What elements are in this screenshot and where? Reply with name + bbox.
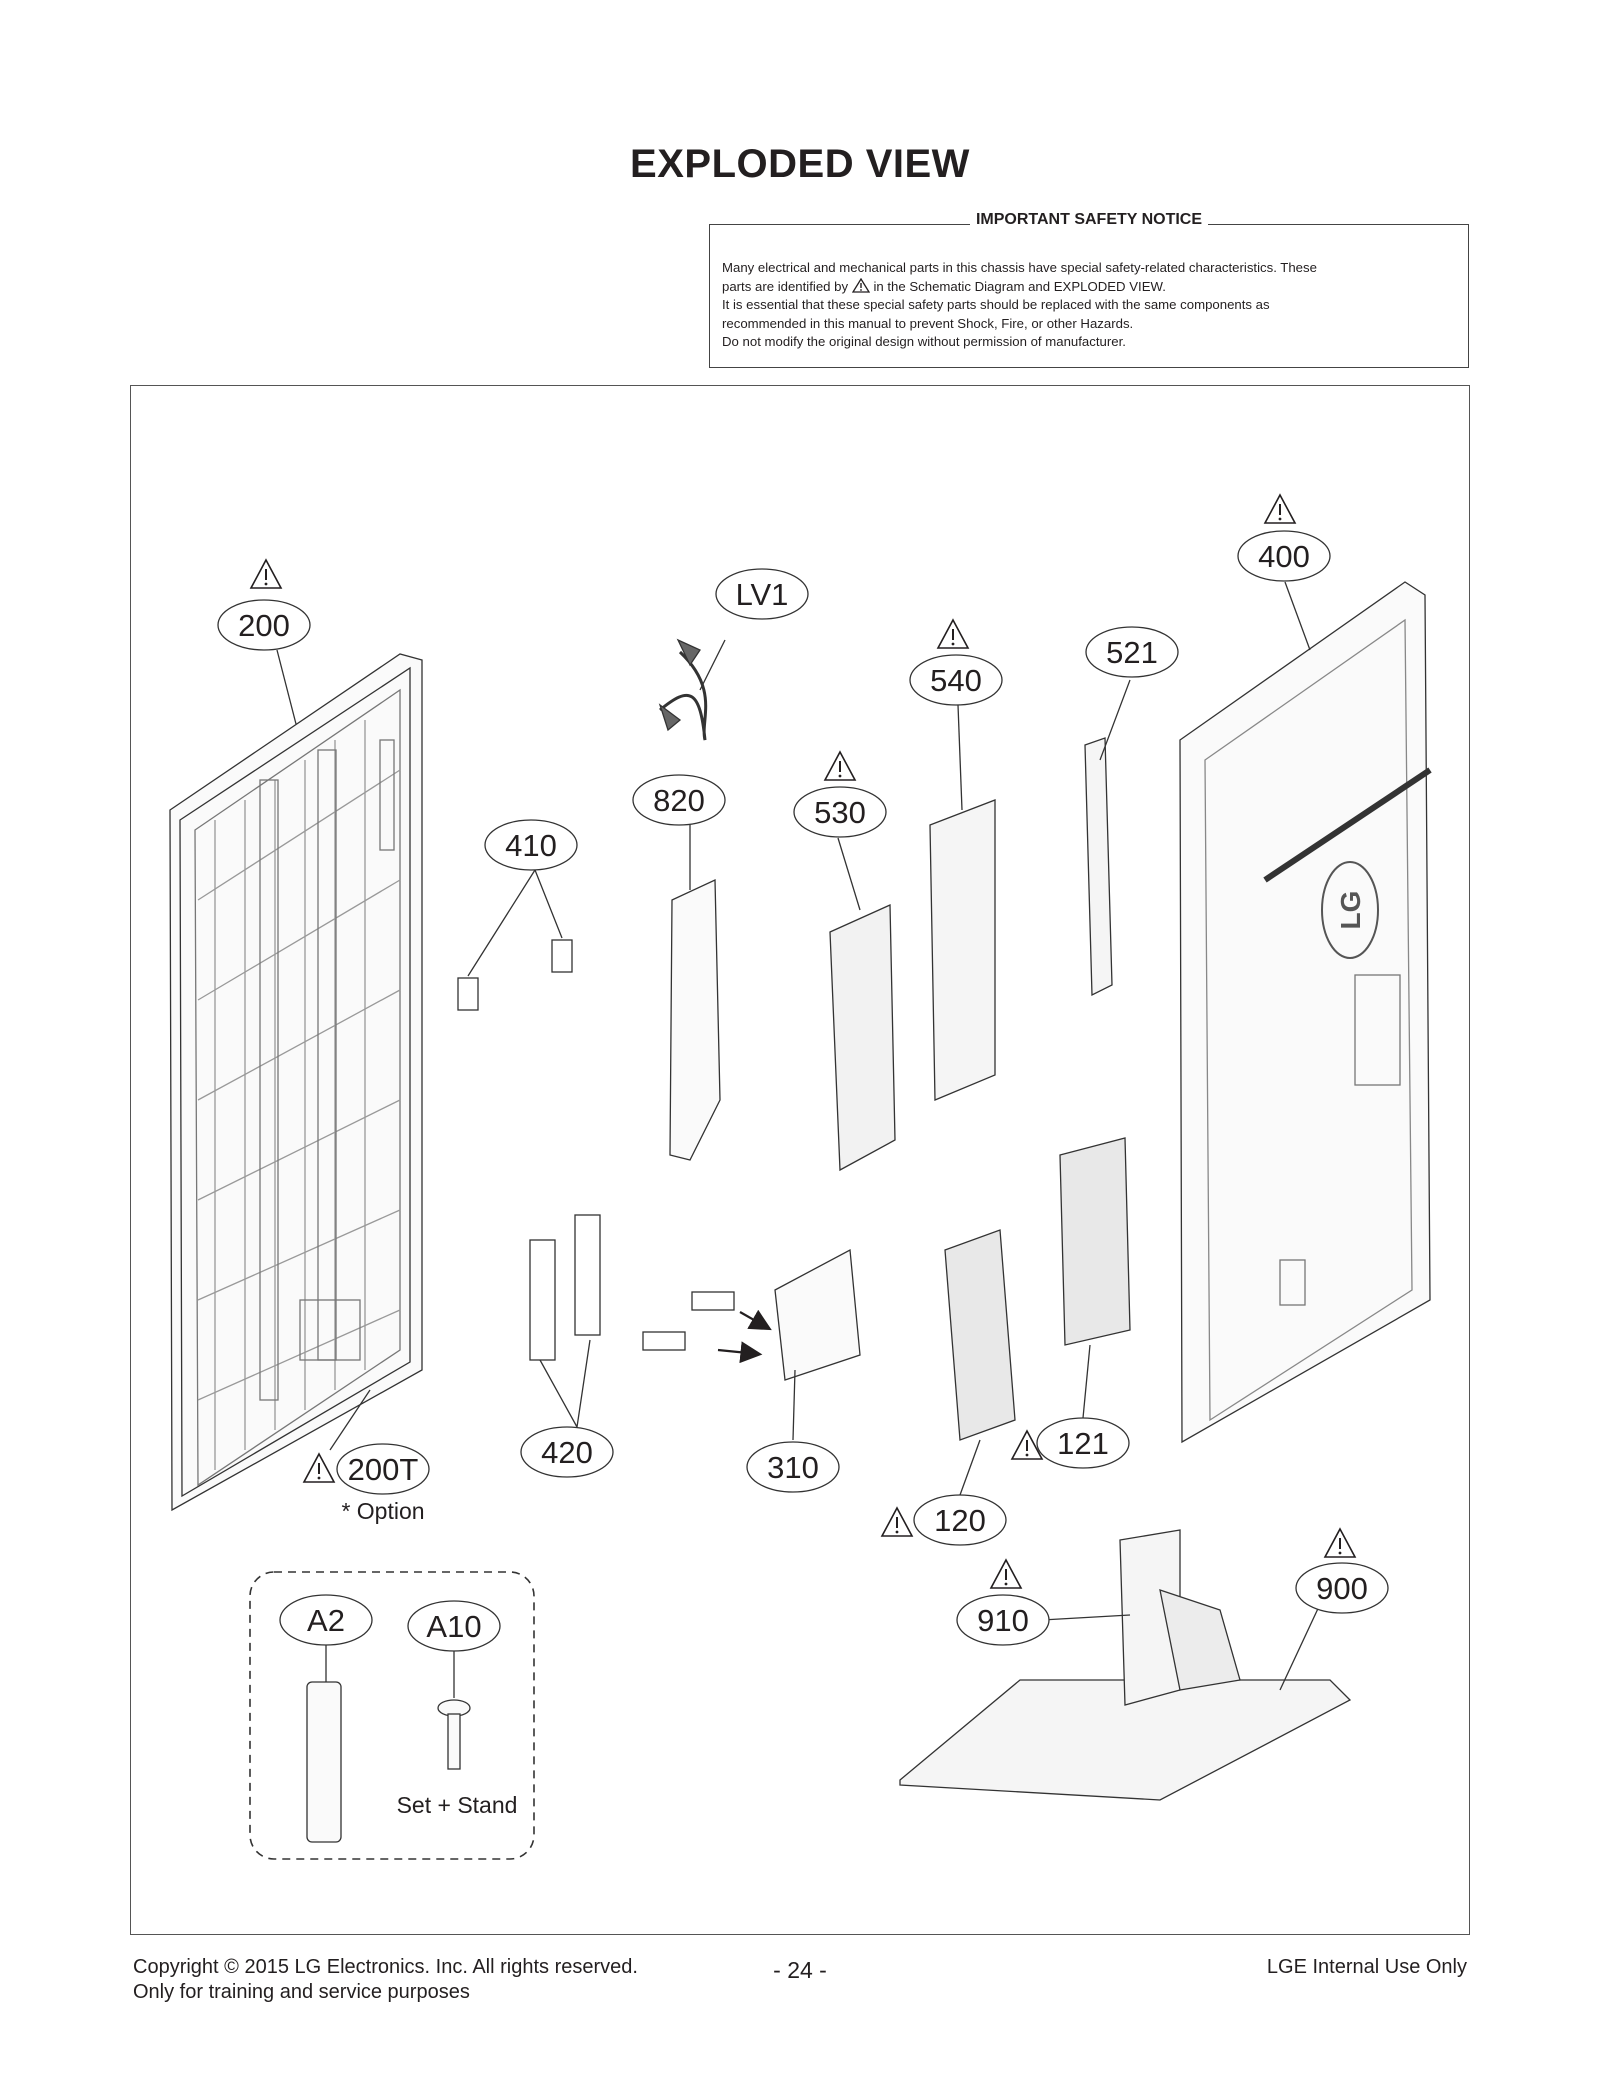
set-stand-note: Set + Stand	[397, 1792, 518, 1818]
part-LV1-cable	[658, 638, 708, 741]
safety-notice-heading: IMPORTANT SAFETY NOTICE	[969, 211, 1209, 228]
callout-LV1	[715, 568, 809, 620]
callout-910	[956, 1594, 1050, 1646]
page-number: - 24 -	[773, 1957, 827, 1983]
callout-120-label: 120	[934, 1503, 986, 1538]
callout-540	[909, 654, 1003, 706]
leader-420	[539, 1339, 591, 1428]
leader-540	[957, 704, 963, 811]
warning-triangle-icon	[937, 619, 969, 649]
callout-521	[1085, 626, 1179, 678]
callout-530-label: 530	[814, 795, 866, 830]
callout-900	[1295, 1562, 1389, 1614]
callout-420-label: 420	[541, 1435, 593, 1470]
option-note: * Option	[341, 1498, 424, 1524]
part-820-sheet	[669, 878, 721, 1161]
callout-310	[746, 1441, 840, 1493]
arrow-icon	[717, 1341, 763, 1364]
callout-121	[1036, 1417, 1130, 1469]
callout-200T-label: 200T	[348, 1452, 419, 1487]
leader-LV1	[699, 639, 726, 691]
warning-triangle-icon	[1264, 494, 1296, 524]
lg-logo: LG	[1335, 891, 1366, 930]
part-530-power-board	[829, 904, 896, 1172]
part-521-board	[1084, 737, 1113, 997]
callout-910-label: 910	[977, 1603, 1029, 1638]
callout-LV1-label: LV1	[736, 577, 789, 612]
part-900-910-stand	[899, 1529, 1352, 1801]
part-121-speaker	[1059, 1137, 1131, 1346]
callout-410	[484, 819, 578, 871]
part-420-brackets	[529, 1214, 601, 1361]
safety-notice-box: IMPORTANT SAFETY NOTICE Many electrical …	[709, 211, 1469, 368]
part-400-back-cover: LG	[1179, 581, 1432, 1444]
warning-triangle-icon	[851, 277, 870, 293]
callout-A10-label: A10	[426, 1609, 481, 1644]
leader-121	[1082, 1344, 1091, 1419]
leader-200	[276, 649, 297, 725]
notice-line: Do not modify the original design withou…	[722, 334, 1126, 349]
warning-triangle-icon	[990, 1559, 1022, 1589]
callout-400-label: 400	[1258, 539, 1310, 574]
callout-A2	[279, 1594, 373, 1646]
leader-120	[959, 1439, 981, 1496]
callout-900-label: 900	[1316, 1571, 1368, 1606]
callout-200T	[336, 1443, 430, 1495]
leader-530	[837, 837, 861, 911]
callout-521-label: 521	[1106, 635, 1158, 670]
footer-left: Copyright © 2015 LG Electronics. Inc. Al…	[133, 1955, 638, 2005]
warning-triangle-icon	[250, 559, 282, 589]
callout-120	[913, 1494, 1007, 1546]
callout-410-label: 410	[505, 828, 557, 863]
callout-540-label: 540	[930, 663, 982, 698]
callout-200	[217, 599, 311, 651]
leader-310	[792, 1369, 796, 1441]
leader-521	[1099, 679, 1131, 761]
callout-400	[1237, 530, 1331, 582]
callout-530	[793, 786, 887, 838]
callout-820-label: 820	[653, 783, 705, 818]
diagram-frame	[130, 385, 1470, 1935]
callout-A10	[407, 1600, 501, 1652]
accessories-box	[249, 1571, 535, 1860]
safety-notice-text: Many electrical and mechanical parts in …	[722, 259, 1456, 352]
internal-use-text: LGE Internal Use Only	[1266, 1956, 1467, 1978]
part-120-speaker	[944, 1229, 1016, 1441]
part-540-main-board	[929, 799, 996, 1101]
warning-triangle-icon	[1324, 1528, 1356, 1558]
part-410-brackets	[457, 939, 573, 1011]
notice-line: It is essential that these special safet…	[722, 297, 1270, 312]
copyright-text: Copyright © 2015 LG Electronics. Inc. Al…	[133, 1956, 638, 1978]
notice-line: recommended in this manual to prevent Sh…	[722, 315, 1134, 331]
leader-400	[1284, 581, 1311, 651]
training-text: Only for training and service purposes	[133, 1981, 470, 2003]
notice-line: parts are identified by in the Schematic…	[722, 277, 1166, 294]
callout-420	[520, 1426, 614, 1478]
callout-310-label: 310	[767, 1450, 819, 1485]
callout-820	[632, 774, 726, 826]
part-A2-remote	[306, 1681, 342, 1843]
callout-A2-label: A2	[307, 1603, 345, 1638]
part-310-bracket	[642, 1248, 861, 1381]
leader-900	[1279, 1599, 1323, 1691]
warning-triangle-icon	[303, 1453, 335, 1483]
leader-200T	[329, 1389, 371, 1451]
page-title: EXPLODED VIEW	[630, 142, 970, 186]
notice-line: Many electrical and mechanical parts in …	[722, 260, 1317, 275]
part-A10-screw	[437, 1699, 471, 1770]
leader-410	[467, 869, 563, 977]
warning-triangle-icon	[824, 751, 856, 781]
leader-910	[1041, 1614, 1131, 1621]
warning-triangle-icon	[881, 1507, 913, 1537]
callout-121-label: 121	[1057, 1426, 1109, 1461]
arrow-icon	[739, 1309, 772, 1331]
part-200-panel-frame	[169, 653, 423, 1512]
callout-200-label: 200	[238, 608, 290, 643]
